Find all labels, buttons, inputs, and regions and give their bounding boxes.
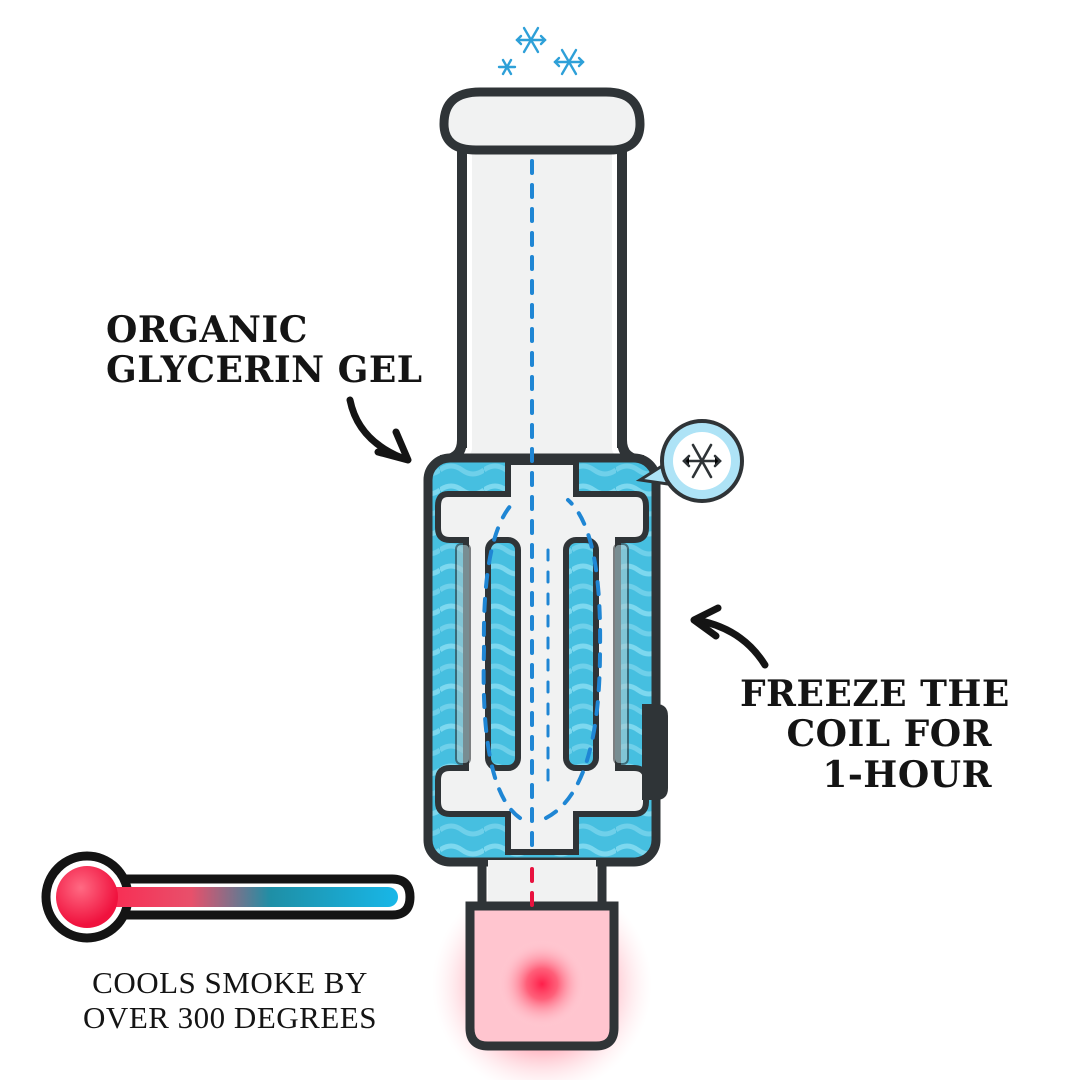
snowflake-badge-icon — [635, 419, 744, 503]
mouthpiece — [439, 87, 645, 155]
freeze-coil-label-line-2: COIL FOR — [786, 713, 992, 756]
snowflake-icon — [497, 26, 585, 76]
freeze-coil-label-line-3: 1-HOUR — [822, 753, 992, 796]
bottom-neck — [477, 860, 607, 910]
glycerin-gel-label-line-1: ORGANIC — [106, 309, 308, 351]
callout-arrow-freeze — [690, 604, 769, 669]
bowl — [465, 901, 619, 1051]
glycerin-gel-label: ORGANIC GLYCERIN GEL — [106, 310, 423, 391]
cools-smoke-label-line-2: OVER 300 DEGREES — [83, 999, 377, 1035]
thermometer-icon — [41, 851, 415, 943]
glycerin-gel-label-line-2: GLYCERIN GEL — [106, 349, 423, 392]
cools-smoke-label-line-1: COOLS SMOKE BY — [92, 965, 368, 1000]
callout-arrow-gel — [346, 396, 412, 464]
cools-smoke-label: COOLS SMOKE BY OVER 300 DEGREES — [60, 965, 400, 1035]
flow-arrows — [481, 158, 603, 907]
glass-tube — [439, 150, 645, 465]
freeze-coil-label: FREEZE THE COIL FOR 1-HOUR — [740, 673, 1010, 796]
freeze-coil-label-line-1: FREEZE THE — [740, 673, 1010, 715]
